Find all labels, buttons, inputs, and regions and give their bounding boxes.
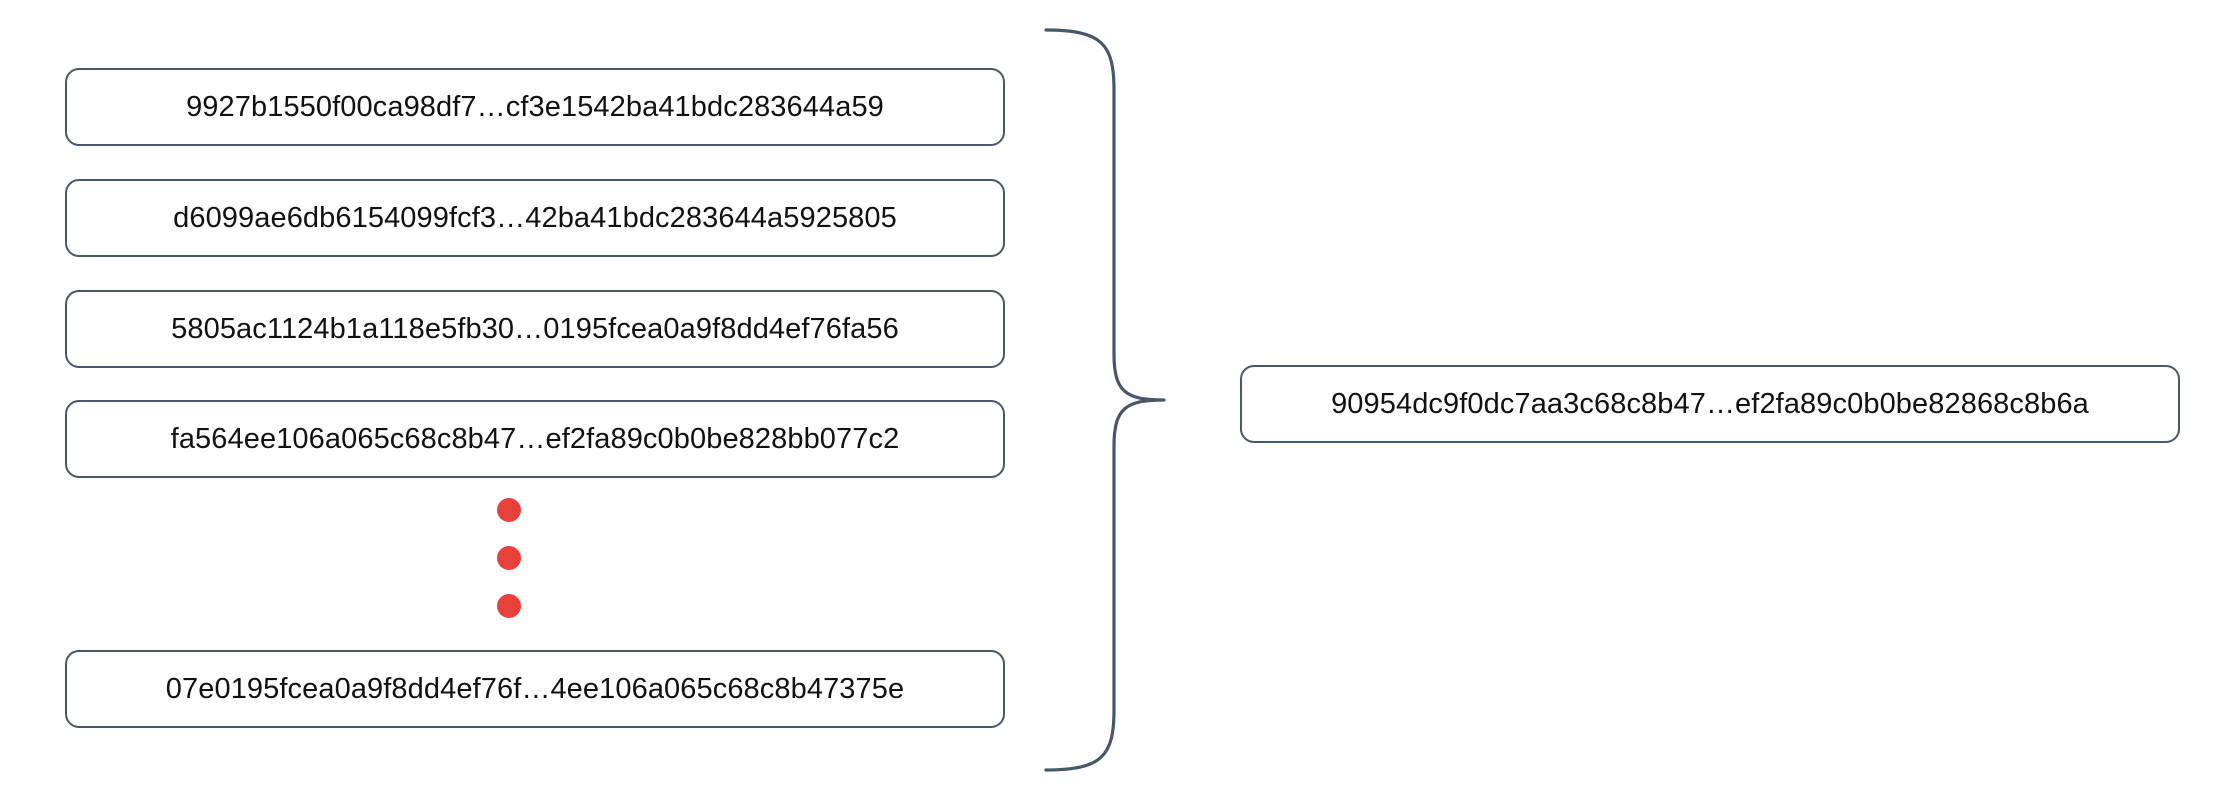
hash-text-2: d6099ae6db6154099fcf3…42ba41bdc283644a59… bbox=[173, 201, 897, 234]
hash-box-2[interactable]: d6099ae6db6154099fcf3…42ba41bdc283644a59… bbox=[65, 179, 1005, 257]
aggregated-hash-box[interactable]: 90954dc9f0dc7aa3c68c8b47…ef2fa89c0b0be82… bbox=[1240, 365, 2180, 443]
ellipsis-dot-1 bbox=[497, 498, 521, 522]
aggregated-hash-text: 90954dc9f0dc7aa3c68c8b47…ef2fa89c0b0be82… bbox=[1331, 387, 2089, 420]
hash-box-4[interactable]: fa564ee106a065c68c8b47…ef2fa89c0b0be828b… bbox=[65, 400, 1005, 478]
hash-text-3: 5805ac1124b1a118e5fb30…0195fcea0a9f8dd4e… bbox=[171, 312, 899, 345]
hash-text-1: 9927b1550f00ca98df7…cf3e1542ba41bdc28364… bbox=[186, 90, 884, 123]
hash-box-1[interactable]: 9927b1550f00ca98df7…cf3e1542ba41bdc28364… bbox=[65, 68, 1005, 146]
hash-text-n: 07e0195fcea0a9f8dd4ef76f…4ee106a065c68c8… bbox=[165, 672, 905, 705]
curly-brace-icon bbox=[1044, 28, 1166, 772]
ellipsis-dot-2 bbox=[497, 546, 521, 570]
hash-box-n[interactable]: 07e0195fcea0a9f8dd4ef76f…4ee106a065c68c8… bbox=[65, 650, 1005, 728]
hash-text-4: fa564ee106a065c68c8b47…ef2fa89c0b0be828b… bbox=[170, 422, 900, 455]
vertical-ellipsis-icon bbox=[497, 498, 531, 628]
hash-box-3[interactable]: 5805ac1124b1a118e5fb30…0195fcea0a9f8dd4e… bbox=[65, 290, 1005, 368]
ellipsis-dot-3 bbox=[497, 594, 521, 618]
